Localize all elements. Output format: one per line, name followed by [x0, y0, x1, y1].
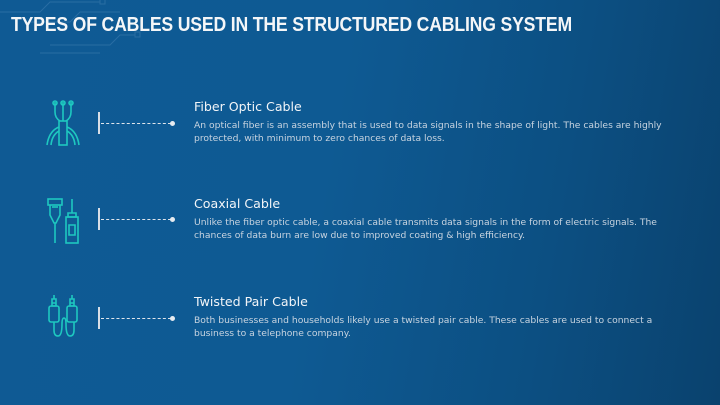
- item-description: Unlike the fiber optic cable, a coaxial …: [194, 217, 657, 242]
- connector-bar: [98, 208, 100, 230]
- connector-dot: [170, 316, 175, 321]
- connector-dash-line: [101, 123, 171, 124]
- connector-bar: [98, 307, 100, 329]
- item-description: An optical fiber is an assembly that is …: [194, 120, 662, 145]
- item-description: Both businesses and households likely us…: [194, 315, 653, 340]
- circuit-pattern-decoration: [0, 0, 141, 54]
- slide-title: TYPES OF CABLES USED IN THE STRUCTURED C…: [11, 13, 572, 36]
- connector-bar: [98, 112, 100, 134]
- cable-item-fiber-optic: Fiber Optic Cable An optical fiber is an…: [0, 96, 720, 166]
- connector-dash-line: [101, 219, 171, 220]
- connector-dash-line: [101, 318, 171, 319]
- cable-item-twisted-pair: Twisted Pair Cable Both businesses and h…: [0, 293, 720, 363]
- fiber-optic-icon: [46, 100, 80, 146]
- connector-dot: [170, 121, 175, 126]
- connector-dot: [170, 217, 175, 222]
- item-heading: Fiber Optic Cable: [194, 99, 302, 114]
- coaxial-cable-icon: [47, 198, 79, 244]
- cable-item-coaxial: Coaxial Cable Unlike the fiber optic cab…: [0, 195, 720, 265]
- twisted-pair-cable-icon: [48, 295, 78, 337]
- item-heading: Coaxial Cable: [194, 196, 281, 211]
- item-heading: Twisted Pair Cable: [194, 294, 308, 309]
